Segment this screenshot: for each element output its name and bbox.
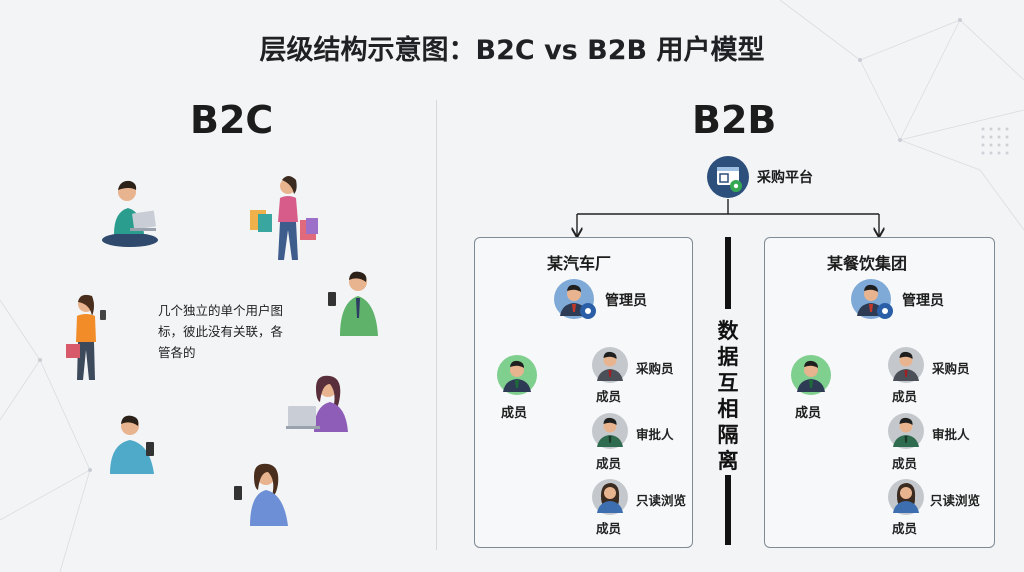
isolation-text: 数据互相隔离	[717, 319, 739, 473]
platform-icon	[707, 156, 749, 198]
approver-member-icon	[888, 413, 924, 449]
buyer-member-icon	[888, 347, 924, 383]
user-laptop-woman-icon	[286, 375, 348, 432]
org-1-role-1-member: 成员	[596, 389, 622, 404]
isolation-label: 数据互相隔离	[710, 318, 746, 474]
org-1-admin-label: 管理员	[605, 293, 647, 309]
org-2-role-2: 审批人	[932, 427, 970, 442]
user-phone-blue-man-icon	[110, 415, 154, 474]
b2b-heading: B2B	[692, 98, 777, 142]
shopper-woman-icon	[250, 176, 318, 260]
platform-node	[706, 155, 750, 203]
org-1-member-label: 成员	[501, 406, 528, 421]
page-title: 层级结构示意图：B2C vs B2B 用户模型	[259, 35, 765, 66]
approver-member-icon	[592, 413, 628, 449]
member-icon	[791, 355, 831, 395]
b2c-heading: B2C	[190, 98, 274, 142]
org-2-name: 某餐饮集团	[827, 254, 908, 273]
org-2-role-3-member: 成员	[892, 521, 918, 536]
org-1-role-2-member: 成员	[596, 456, 622, 471]
user-phone-woman-icon	[66, 294, 106, 380]
admin-icon	[851, 279, 893, 319]
org-1-role-3: 只读浏览	[636, 493, 687, 508]
org-2-member-label: 成员	[795, 406, 822, 421]
org-1-role-2: 审批人	[636, 427, 674, 442]
user-phone-man-icon	[328, 271, 378, 336]
org-2-role-3: 只读浏览	[930, 493, 981, 508]
viewer-member-icon	[888, 479, 924, 515]
org-1-role-1: 采购员	[636, 361, 674, 376]
user-phone-blue-woman-icon	[234, 463, 288, 526]
org-2-role-1: 采购员	[932, 361, 970, 376]
user-laptop-icon	[102, 180, 158, 247]
isolation-bar-bottom	[725, 475, 731, 545]
viewer-member-icon	[592, 479, 628, 515]
dot-grid-decoration	[980, 126, 1012, 162]
member-icon	[497, 355, 537, 395]
org-1-name: 某汽车厂	[547, 254, 612, 273]
org-2-role-2-member: 成员	[892, 456, 918, 471]
isolation-bar-top	[725, 237, 731, 309]
platform-label: 采购平台	[757, 170, 813, 186]
section-divider	[436, 100, 437, 550]
admin-icon	[554, 279, 596, 319]
buyer-member-icon	[592, 347, 628, 383]
org-2-role-1-member: 成员	[892, 389, 918, 404]
org-2-admin-label: 管理员	[902, 293, 944, 309]
org-1-role-3-member: 成员	[596, 521, 622, 536]
b2c-description: 几个独立的单个用户图标，彼此没有关联，各管各的	[158, 303, 284, 360]
